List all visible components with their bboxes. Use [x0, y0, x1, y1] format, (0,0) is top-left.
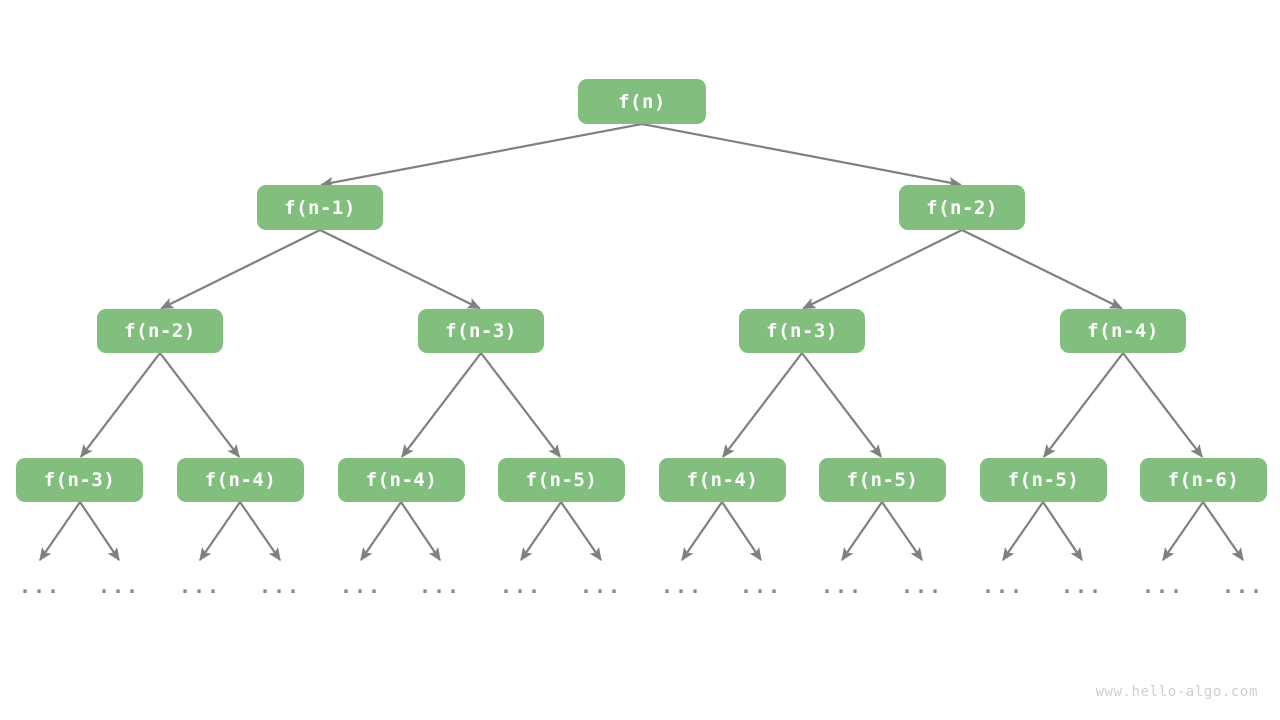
stub-edge-n14-left	[1162, 501, 1204, 562]
ellipsis-n10-right: ...	[579, 574, 623, 598]
ellipsis-n11-right: ...	[739, 574, 783, 598]
stub-edge-n14-right	[1202, 501, 1244, 562]
ellipsis-n10-left: ...	[499, 574, 543, 598]
watermark: www.hello-algo.com	[1095, 684, 1258, 700]
stub-edge-n7-right	[79, 501, 120, 562]
ellipsis-n9-right: ...	[418, 574, 462, 598]
stub-edge-n9-left	[360, 501, 402, 562]
stub-edge-n13-right	[1042, 501, 1083, 562]
stub-edge-n12-left	[841, 501, 883, 562]
tree-node-n6: f(n-4)	[1060, 309, 1186, 353]
tree-node-n14: f(n-6)	[1140, 458, 1267, 502]
ellipsis-n11-left: ...	[660, 574, 704, 598]
edge-n3-to-n7	[80, 352, 161, 458]
edge-n5-to-n12	[801, 352, 882, 458]
edge-n3-to-n8	[159, 352, 240, 458]
edge-n6-to-n14	[1122, 352, 1203, 458]
stub-edge-n12-right	[881, 501, 923, 562]
tree-node-n7: f(n-3)	[16, 458, 143, 502]
tree-node-n12: f(n-5)	[819, 458, 946, 502]
tree-node-n13: f(n-5)	[980, 458, 1107, 502]
ellipsis-n8-right: ...	[258, 574, 302, 598]
edge-n4-to-n10	[480, 352, 561, 458]
tree-node-n1: f(n-1)	[257, 185, 383, 230]
ellipsis-n14-right: ...	[1221, 574, 1265, 598]
tree-node-n5: f(n-3)	[739, 309, 865, 353]
ellipsis-n7-left: ...	[18, 574, 62, 598]
edge-n4-to-n9	[401, 352, 482, 458]
ellipsis-n7-right: ...	[97, 574, 141, 598]
tree-node-n2: f(n-2)	[899, 185, 1025, 230]
stub-edge-n13-left	[1002, 501, 1044, 562]
tree-edges	[80, 122, 1203, 458]
stub-edge-n11-right	[721, 501, 762, 562]
stub-edge-n10-left	[520, 501, 562, 562]
ellipsis-n14-left: ...	[1141, 574, 1185, 598]
leaf-stub-edges	[39, 501, 1244, 562]
tree-node-n11: f(n-4)	[659, 458, 786, 502]
ellipsis-n12-right: ...	[900, 574, 944, 598]
stub-edge-n8-right	[239, 501, 281, 562]
edge-n2-to-n6	[961, 229, 1123, 310]
stub-edge-n9-right	[400, 501, 441, 562]
tree-node-n3: f(n-2)	[97, 309, 223, 353]
ellipsis-n13-right: ...	[1060, 574, 1104, 598]
tree-node-n8: f(n-4)	[177, 458, 304, 502]
edge-n5-to-n11	[722, 352, 803, 458]
edge-n0-to-n1	[320, 122, 643, 189]
tree-node-n0: f(n)	[578, 79, 706, 124]
ellipsis-n9-left: ...	[339, 574, 383, 598]
edge-n2-to-n5	[802, 229, 963, 310]
edge-n6-to-n13	[1043, 352, 1124, 458]
stub-edge-n10-right	[560, 501, 602, 562]
tree-node-n9: f(n-4)	[338, 458, 465, 502]
edge-n0-to-n2	[641, 122, 962, 189]
stub-edge-n11-left	[681, 501, 723, 562]
tree-node-n10: f(n-5)	[498, 458, 625, 502]
edge-n1-to-n4	[319, 229, 481, 310]
stub-edge-n7-left	[39, 501, 81, 562]
ellipsis-n12-left: ...	[820, 574, 864, 598]
edge-n1-to-n3	[160, 229, 321, 310]
ellipsis-n13-left: ...	[981, 574, 1025, 598]
tree-node-n4: f(n-3)	[418, 309, 544, 353]
stub-edge-n8-left	[199, 501, 241, 562]
ellipsis-n8-left: ...	[178, 574, 222, 598]
